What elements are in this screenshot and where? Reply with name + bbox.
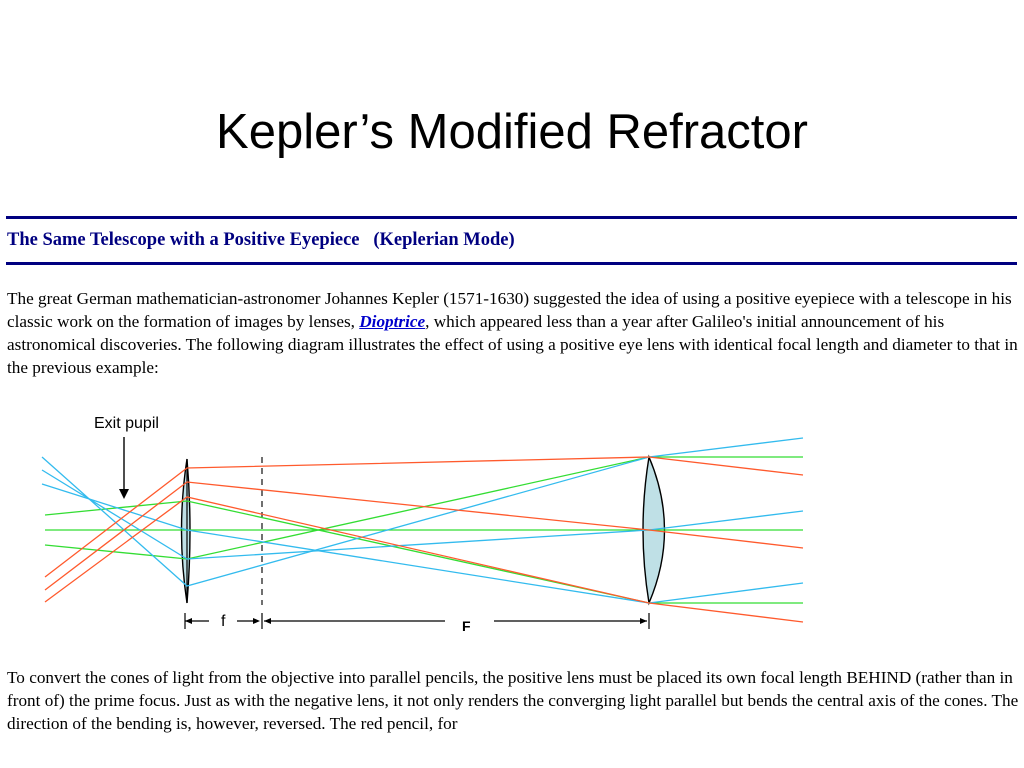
slide-title: Kepler’s Modified Refractor	[216, 105, 808, 159]
focal-F-label: F	[462, 618, 471, 634]
red-ray	[44, 496, 804, 623]
divider-bottom	[6, 262, 1017, 265]
blue-ray	[41, 437, 804, 587]
blue-ray-group	[41, 437, 804, 604]
telescope-ray-diagram: Exit pupil f F	[41, 415, 804, 634]
exit-pupil-arrow-head	[119, 489, 129, 499]
F-dimension-arrow-right	[640, 618, 647, 624]
intro-paragraph: The great German mathematician-astronome…	[7, 287, 1019, 379]
blue-ray	[41, 483, 804, 604]
outro-paragraph: To convert the cones of light from the o…	[7, 668, 1019, 733]
blue-ray	[41, 469, 804, 560]
f-dimension-arrow-right	[253, 618, 260, 624]
focal-f-label: f	[221, 613, 226, 630]
red-ray	[44, 456, 804, 578]
red-ray	[44, 481, 804, 591]
intro-text-end: , which appeared less than a year after …	[7, 312, 1018, 377]
green-ray-group	[44, 456, 803, 604]
red-ray-group	[44, 456, 804, 623]
dioptrice-link[interactable]: Dioptrice	[359, 312, 426, 331]
green-ray	[44, 456, 803, 560]
section-heading: The Same Telescope with a Positive Eyepi…	[7, 230, 515, 250]
exit-pupil-label: Exit pupil	[94, 415, 159, 432]
divider-top	[6, 216, 1017, 219]
intro-text-start: The great German mathematician-astronome…	[7, 289, 1012, 331]
f-dimension-arrow-left	[185, 618, 192, 624]
